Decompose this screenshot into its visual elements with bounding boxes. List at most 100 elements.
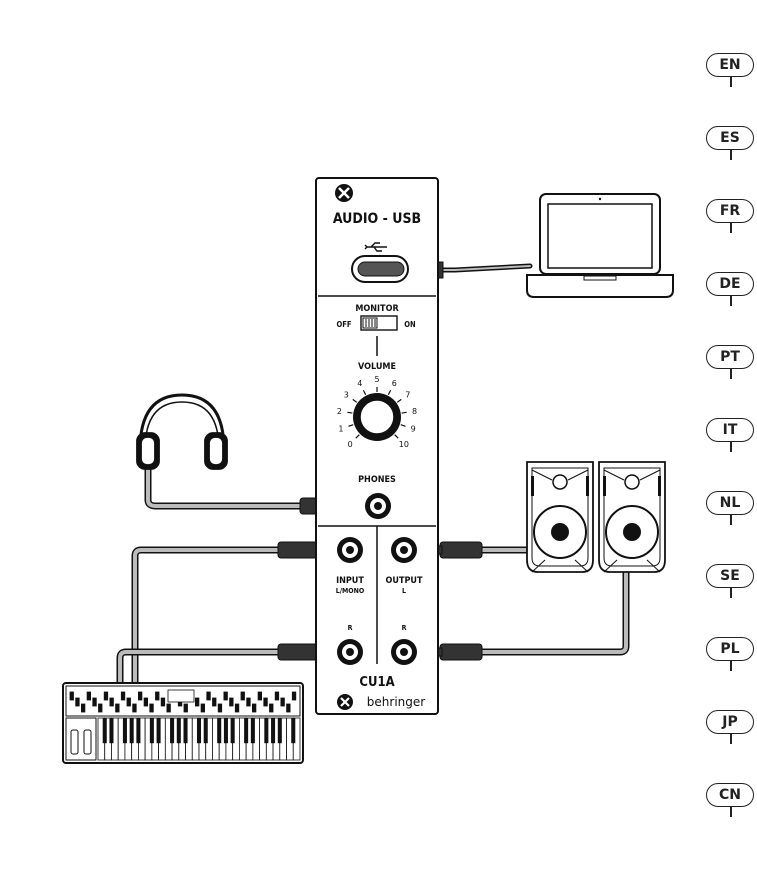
volume-scale-label: 4: [357, 379, 362, 388]
synth-control: [156, 692, 160, 700]
volume-scale-label: 1: [338, 425, 343, 434]
volume-scale-label: 3: [344, 391, 349, 400]
behringer-bottom-logo-icon: [337, 694, 353, 710]
model-name: CU1A: [359, 675, 394, 690]
black-key: [157, 718, 161, 743]
synth-control: [138, 692, 142, 700]
black-key: [170, 718, 174, 743]
black-key: [184, 718, 188, 743]
black-key: [271, 718, 275, 743]
synth-control: [116, 704, 120, 712]
black-key: [177, 718, 181, 743]
input-sublabel: L/MONO: [336, 587, 365, 595]
input-l-cable: [135, 550, 280, 690]
input-label: INPUT: [336, 576, 364, 586]
language-tab-se[interactable]: SE: [706, 564, 756, 600]
synth-control: [110, 698, 114, 706]
volume-scale-label: 9: [411, 425, 416, 434]
language-tab-es[interactable]: ES: [706, 126, 756, 162]
output-l-jack[interactable]: [391, 537, 417, 563]
synth-control: [150, 704, 154, 712]
synth-control: [230, 698, 234, 706]
black-key: [197, 718, 201, 743]
black-key: [251, 718, 255, 743]
volume-scale-label: 8: [412, 407, 417, 416]
language-tab-de[interactable]: DE: [706, 272, 756, 308]
input-l-jack[interactable]: [337, 537, 363, 563]
speaker-left-icon: [527, 462, 593, 572]
language-tab-tick: [730, 661, 732, 671]
synth-control: [167, 704, 171, 712]
synth-control: [99, 704, 103, 712]
black-key: [244, 718, 248, 743]
language-tab-en[interactable]: EN: [706, 53, 756, 89]
language-tab-label: FR: [706, 199, 754, 223]
language-tab-label: JP: [706, 710, 754, 734]
synthesizer-keyboard-icon: [63, 683, 303, 763]
volume-knob[interactable]: [353, 393, 401, 441]
language-tab-it[interactable]: IT: [706, 418, 756, 454]
synth-control: [195, 698, 199, 706]
synth-display: [168, 690, 194, 702]
synth-control: [247, 698, 251, 706]
black-key: [217, 718, 221, 743]
synth-control: [235, 704, 239, 712]
output-r-cable: [480, 570, 626, 652]
language-tab-label: IT: [706, 418, 754, 442]
volume-scale-label: 0: [348, 440, 353, 449]
language-tab-cn[interactable]: CN: [706, 783, 756, 819]
language-tab-pt[interactable]: PT: [706, 345, 756, 381]
synth-control: [121, 692, 125, 700]
language-tab-label: ES: [706, 126, 754, 150]
synth-control: [144, 698, 148, 706]
black-key: [278, 718, 282, 743]
language-tab-nl[interactable]: NL: [706, 491, 756, 527]
synth-control: [161, 698, 165, 706]
language-tab-label: SE: [706, 564, 754, 588]
volume-scale-label: 10: [399, 440, 409, 449]
brand-name: behringer: [367, 695, 425, 709]
monitor-label: MONITOR: [355, 304, 399, 314]
language-tab-fr[interactable]: FR: [706, 199, 756, 235]
black-key: [136, 718, 140, 743]
phones-label: PHONES: [358, 475, 396, 485]
monitor-on-label: ON: [404, 320, 416, 329]
language-tab-pl[interactable]: PL: [706, 637, 756, 673]
language-tab-label: PL: [706, 637, 754, 661]
synth-control: [275, 692, 279, 700]
black-key: [291, 718, 295, 743]
synth-control: [87, 692, 91, 700]
language-tab-tick: [730, 150, 732, 160]
black-key: [123, 718, 127, 743]
monitor-switch[interactable]: [361, 316, 397, 330]
language-tab-label: NL: [706, 491, 754, 515]
cu1a-module: AUDIO - USB MONITOR OFF ON VOLUME 012345…: [316, 178, 438, 714]
language-tab-tick: [730, 807, 732, 817]
synth-control: [93, 698, 97, 706]
volume-scale-label: 2: [337, 407, 342, 416]
synth-control: [218, 704, 222, 712]
input-r-jack[interactable]: [337, 639, 363, 665]
output-r-jack[interactable]: [391, 639, 417, 665]
language-tab-tick: [730, 369, 732, 379]
black-key: [264, 718, 268, 743]
language-tab-label: EN: [706, 53, 754, 77]
phones-jack[interactable]: [365, 493, 391, 519]
language-tab-tick: [730, 588, 732, 598]
synth-control: [252, 704, 256, 712]
synth-control: [127, 698, 131, 706]
input-r-label: R: [348, 624, 353, 632]
volume-label: VOLUME: [358, 362, 396, 372]
language-tab-jp[interactable]: JP: [706, 710, 756, 746]
synth-control: [76, 698, 80, 706]
output-label: OUTPUT: [385, 576, 422, 586]
synth-control: [213, 698, 217, 706]
language-tab-tick: [730, 223, 732, 233]
volume-scale-label: 5: [374, 375, 379, 384]
black-key: [109, 718, 113, 743]
synth-control: [207, 692, 211, 700]
volume-scale-label: 6: [392, 379, 397, 388]
black-key: [204, 718, 208, 743]
synth-control: [258, 692, 262, 700]
laptop-icon: [527, 194, 673, 297]
